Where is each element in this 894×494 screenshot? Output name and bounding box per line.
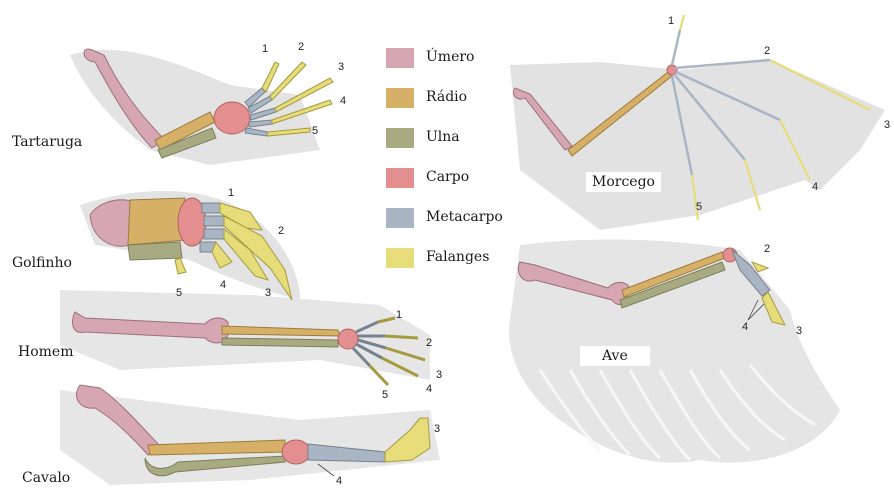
human-digit-3: 3 [436, 369, 442, 381]
legend-item-ulna: Ulna [386, 126, 506, 152]
human-digit-4: 4 [426, 383, 432, 395]
turtle-digit-2: 2 [298, 41, 304, 53]
legend-swatch-umero [386, 48, 414, 68]
legend-swatch-radio [386, 88, 414, 108]
dolphin-digit-5: 5 [176, 287, 182, 299]
human-digit-1: 1 [396, 309, 402, 321]
human-digit-2: 2 [426, 337, 432, 349]
bat-digit-2: 2 [764, 45, 770, 57]
bat-digit-3: 3 [884, 119, 890, 131]
horse-digit-3: 3 [434, 423, 440, 435]
bat-digit-1: 1 [668, 15, 674, 27]
legend-item-radio: Rádio [386, 86, 506, 112]
legend-label-carpo: Carpo [426, 169, 469, 185]
human-digit-5: 5 [382, 389, 388, 401]
legend-item-umero: Úmero [386, 46, 506, 72]
legend-swatch-ulna [386, 128, 414, 148]
legend-label-ulna: Ulna [426, 129, 460, 145]
label-ave: Ave [580, 346, 650, 366]
legend-label-metacarpo: Metacarpo [426, 209, 503, 225]
turtle-digit-3: 3 [338, 61, 344, 73]
bird-digit-3: 3 [796, 325, 802, 337]
dolphin-digit-3: 3 [265, 287, 271, 299]
bird-digit-4: 4 [742, 321, 748, 333]
legend-swatch-falanges [386, 248, 414, 268]
bat-digit-4: 4 [812, 181, 818, 193]
bird-digit-2: 2 [764, 243, 770, 255]
horse-digit-4: 4 [336, 475, 342, 487]
label-homem: Homem [18, 344, 73, 360]
legend-item-falanges: Falanges [386, 246, 506, 272]
legend-swatch-metacarpo [386, 208, 414, 228]
label-golfinho: Golfinho [12, 255, 72, 271]
legend-swatch-carpo [386, 168, 414, 188]
legend-label-falanges: Falanges [426, 249, 489, 265]
turtle-digit-4: 4 [340, 95, 346, 107]
legend-label-radio: Rádio [426, 89, 467, 105]
dolphin-digit-4: 4 [220, 279, 226, 291]
label-morcego: Morcego [586, 172, 661, 192]
label-cavalo: Cavalo [22, 470, 70, 486]
turtle-digit-5: 5 [312, 125, 318, 137]
legend-label-umero: Úmero [426, 49, 474, 65]
dolphin-digit-1: 1 [228, 187, 234, 199]
label-tartaruga: Tartaruga [12, 134, 82, 150]
bat-digit-5: 5 [696, 201, 702, 213]
legend-item-carpo: Carpo [386, 166, 506, 192]
turtle-digit-1: 1 [262, 43, 268, 55]
legend-item-metacarpo: Metacarpo [386, 206, 506, 232]
dolphin-digit-2: 2 [278, 225, 284, 237]
